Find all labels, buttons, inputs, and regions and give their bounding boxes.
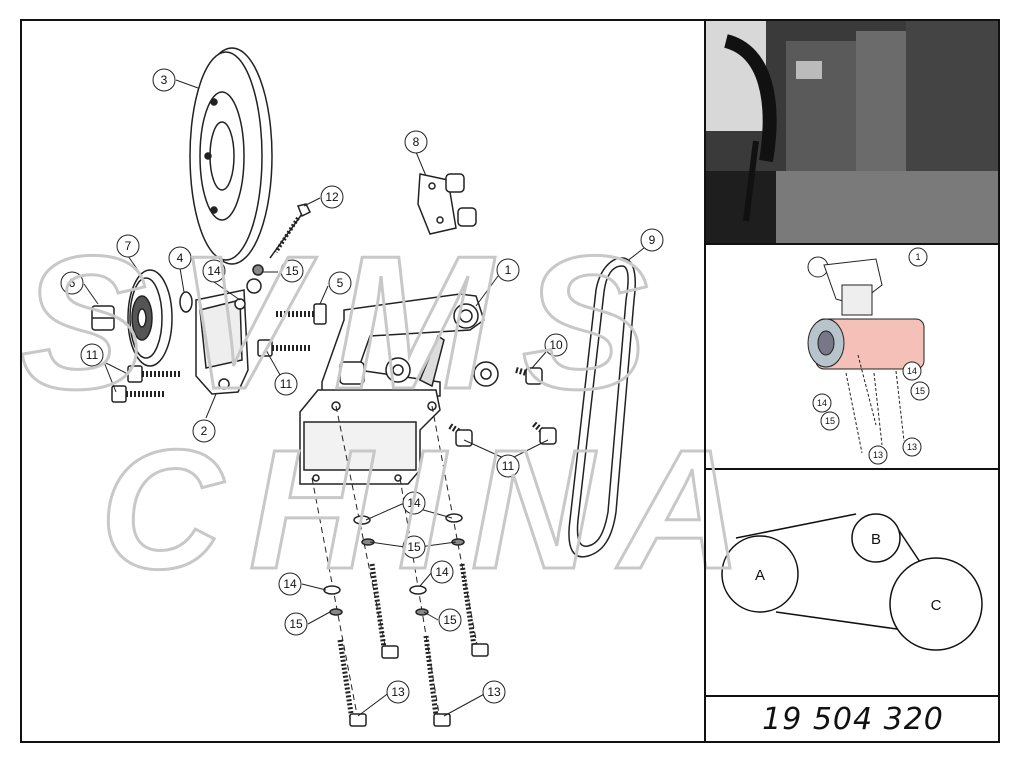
svg-text:5: 5 <box>337 276 344 290</box>
callout-13a <box>386 680 410 704</box>
part-number: 19 504 320 <box>762 701 944 737</box>
washer-4 <box>179 291 193 313</box>
pulley-3 <box>189 47 273 265</box>
pulley-c-label: C <box>931 597 942 614</box>
callout-11b <box>274 372 298 396</box>
callout-9 <box>640 228 664 252</box>
svg-text:9: 9 <box>649 233 656 247</box>
svg-text:14: 14 <box>407 496 421 510</box>
callout-3 <box>152 68 176 92</box>
pulley-b <box>851 513 901 563</box>
svg-text:13: 13 <box>391 685 405 699</box>
svg-text:15: 15 <box>289 617 303 631</box>
pulley-c <box>889 557 983 651</box>
svg-text:1: 1 <box>915 252 920 262</box>
assembly-callout-1 <box>908 247 928 267</box>
svg-text:15: 15 <box>407 540 421 554</box>
assembly-callout-13a <box>868 445 888 465</box>
svg-text:3: 3 <box>161 73 168 87</box>
callout-10 <box>544 333 568 357</box>
svg-text:15: 15 <box>825 416 835 426</box>
main-bracket-1 <box>299 293 499 485</box>
assembly-view: 1 14 15 14 15 13 13 <box>807 247 930 465</box>
panel-divider <box>704 19 706 743</box>
part-8 <box>417 173 477 235</box>
callout-14d <box>278 572 302 596</box>
svg-text:4: 4 <box>177 251 184 265</box>
callouts <box>60 68 664 704</box>
svg-text:14: 14 <box>283 577 297 591</box>
svg-text:11: 11 <box>280 377 293 391</box>
bolt-12 <box>269 203 312 259</box>
svg-text:14: 14 <box>435 565 449 579</box>
svg-text:10: 10 <box>549 338 563 352</box>
callout-5 <box>328 271 352 295</box>
assembly-callout-15b <box>820 411 840 431</box>
bracket-2 <box>195 289 249 395</box>
callout-4 <box>168 246 192 270</box>
callout-11a <box>80 343 104 367</box>
svg-text:14: 14 <box>907 366 917 376</box>
callout-2 <box>192 419 216 443</box>
svg-text:6: 6 <box>69 276 76 290</box>
callout-13b <box>482 680 506 704</box>
callout-14c <box>430 560 454 584</box>
svg-text:2: 2 <box>201 424 208 438</box>
svg-text:14: 14 <box>817 398 827 408</box>
svg-text:11: 11 <box>502 459 515 473</box>
callout-1 <box>496 258 520 282</box>
assembly-callout-15a <box>910 381 930 401</box>
callout-14b <box>402 491 426 515</box>
svg-text:15: 15 <box>285 264 299 278</box>
callout-15a <box>280 259 304 283</box>
long-bolts-13 <box>246 264 489 727</box>
svg-text:14: 14 <box>207 264 221 278</box>
callout-8 <box>404 130 428 154</box>
callout-15b <box>402 535 426 559</box>
callout-labels: 3 8 12 9 7 4 14 15 1 6 5 10 11 11 2 11 1… <box>69 73 656 699</box>
pulley-7 <box>127 269 173 367</box>
svg-text:12: 12 <box>325 190 339 204</box>
pulley-a-label: A <box>755 567 765 584</box>
drawing-frame <box>20 19 1000 743</box>
engine-photo-art <box>706 21 998 243</box>
bolt-5 <box>276 303 327 325</box>
svg-text:1: 1 <box>505 263 512 277</box>
bolts-11-left <box>111 339 312 403</box>
engine-photo <box>706 21 998 243</box>
callout-12 <box>320 185 344 209</box>
callout-15c <box>284 612 308 636</box>
nut-6 <box>91 305 115 331</box>
svg-text:8: 8 <box>413 135 420 149</box>
svg-text:13: 13 <box>487 685 501 699</box>
bolt-10 <box>515 367 543 385</box>
pulley-b-label: B <box>871 531 881 548</box>
callout-7 <box>116 234 140 258</box>
svg-text:15: 15 <box>915 386 925 396</box>
assembly-callout-13b <box>902 437 922 457</box>
callout-11c <box>496 454 520 478</box>
pulley-a <box>721 535 799 613</box>
assembly-callout-14a <box>902 361 922 381</box>
svg-text:11: 11 <box>86 348 99 362</box>
svg-text:7: 7 <box>125 239 132 253</box>
svg-text:15: 15 <box>443 613 457 627</box>
svg-text:13: 13 <box>873 450 883 460</box>
callout-14a <box>202 259 226 283</box>
assembly-callout-14b <box>812 393 832 413</box>
callout-6 <box>60 271 84 295</box>
belt-routing-diagram: A B C <box>721 513 983 651</box>
svg-text:13: 13 <box>907 442 917 452</box>
callout-15d <box>438 608 462 632</box>
belt-9 <box>568 257 636 558</box>
